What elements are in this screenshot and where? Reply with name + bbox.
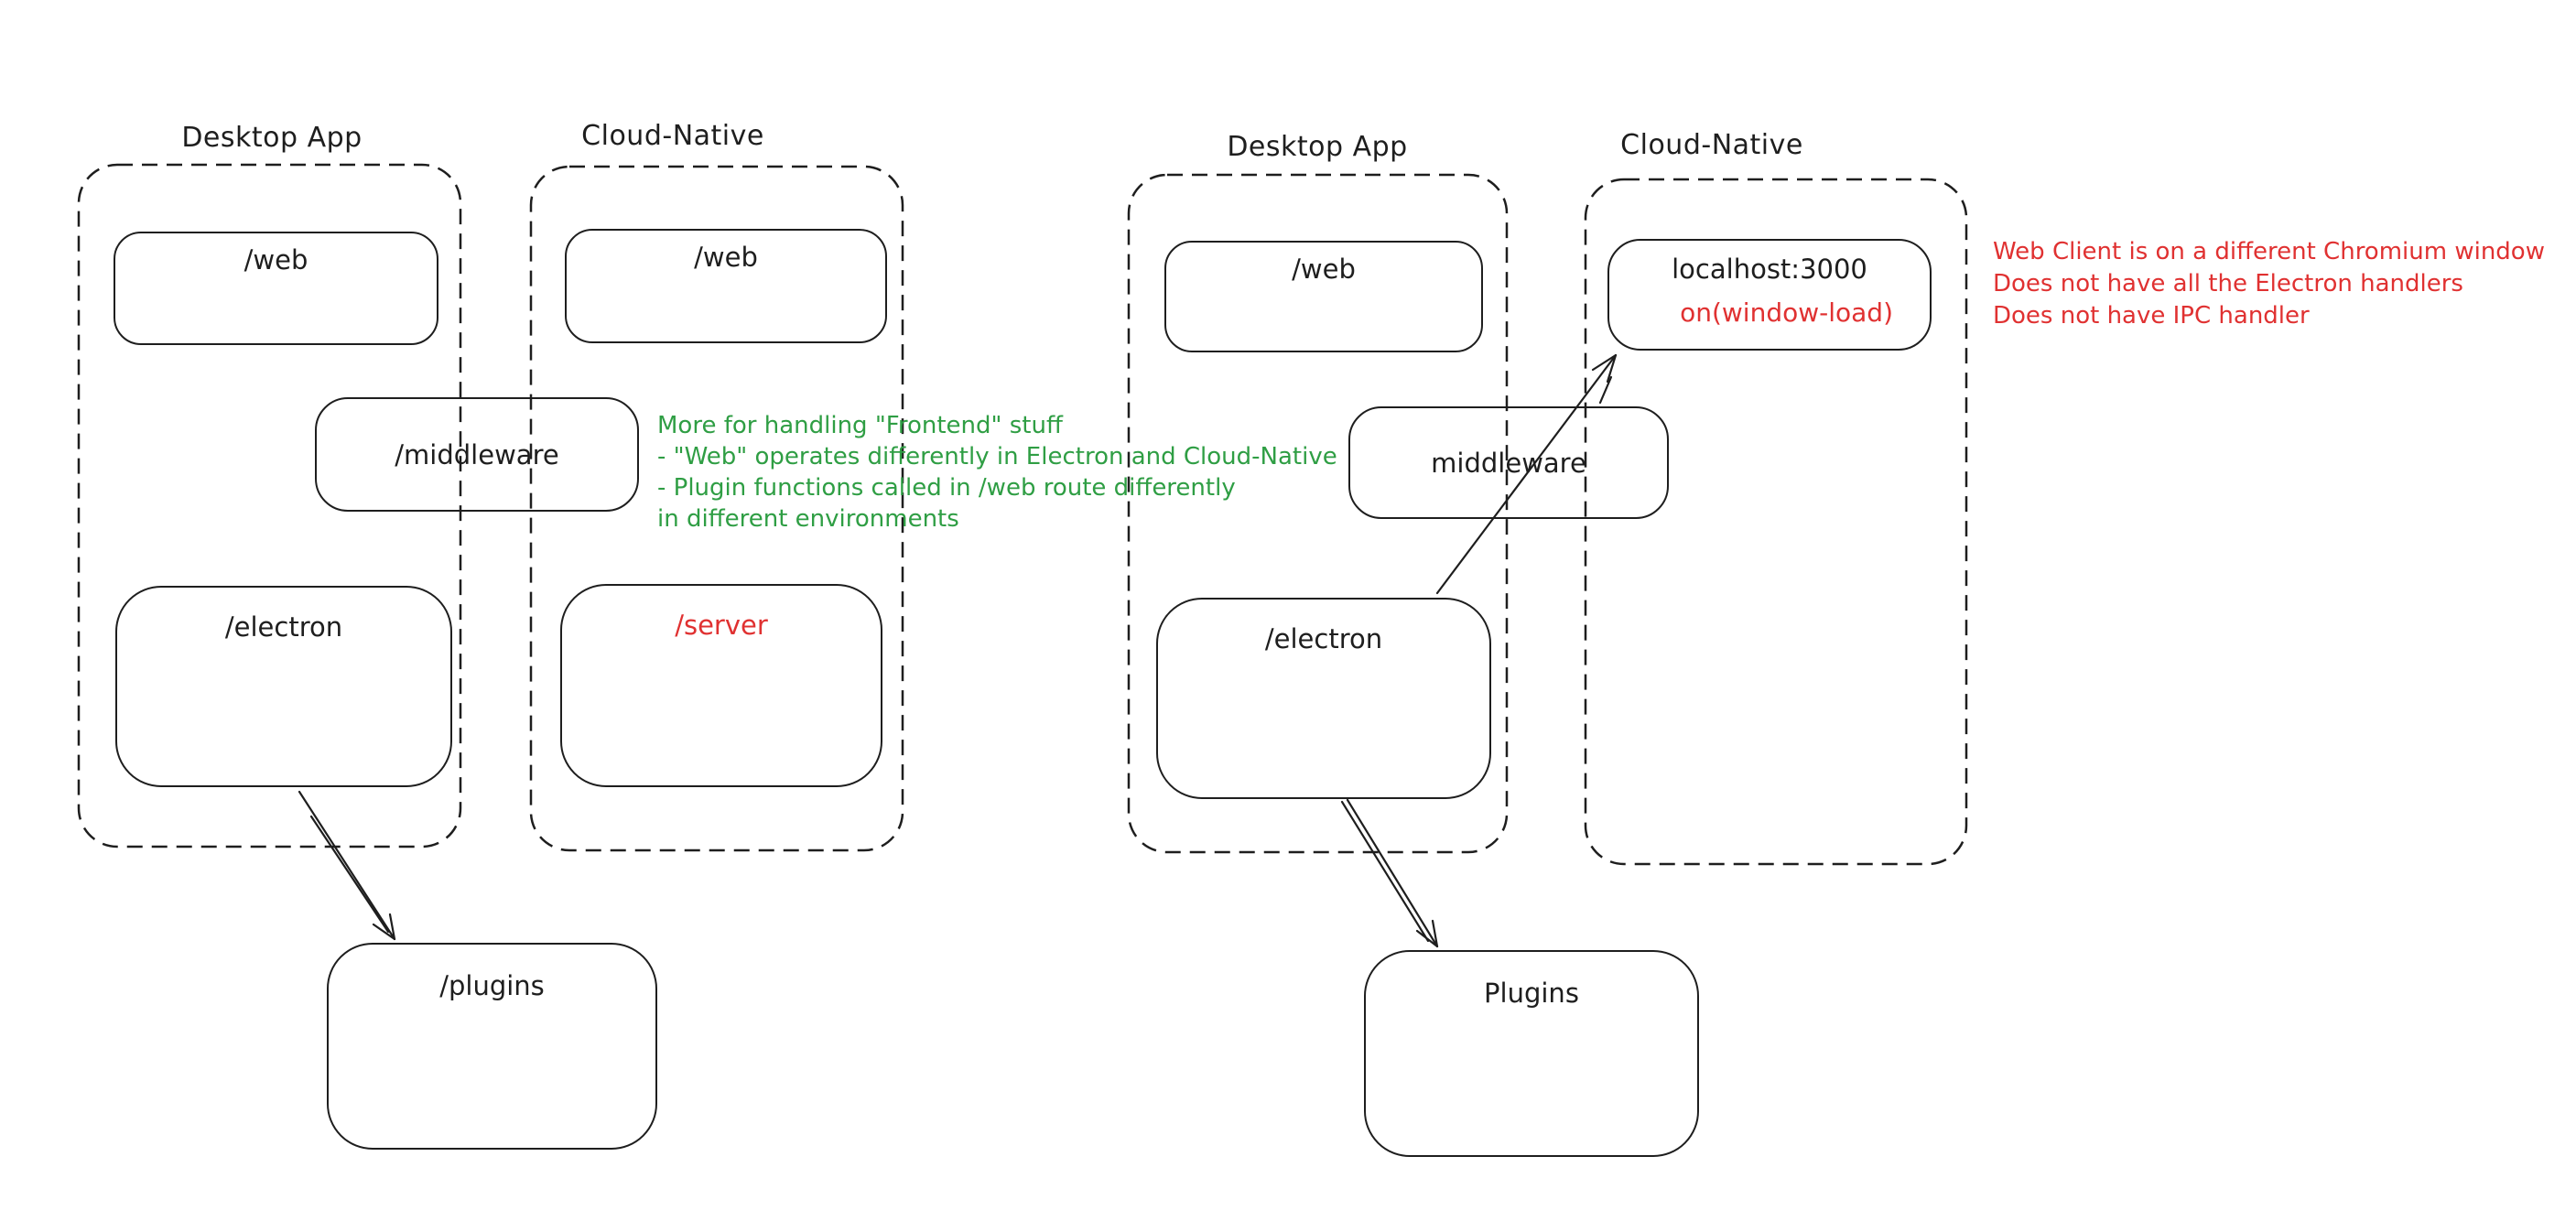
- red-note-line: Does not have IPC handler: [1993, 302, 2310, 330]
- left-server-label: /server: [675, 610, 768, 641]
- left-plugins-label: /plugins: [439, 970, 545, 1001]
- green-note-line: - "Web" operates differently in Electron…: [657, 443, 1337, 470]
- left-web-desktop-label: /web: [244, 244, 308, 276]
- right-localhost-box: localhost:3000 on(window-load): [1607, 239, 1932, 351]
- left-plugins-box: /plugins: [327, 943, 657, 1150]
- left-electron-box: /electron: [115, 586, 452, 787]
- left-web-cloud-label: /web: [694, 242, 758, 273]
- right-window-load-label: on(window-load): [1680, 297, 1893, 328]
- green-note-line: in different environments: [657, 505, 959, 533]
- green-note-line: - Plugin functions called in /web route …: [657, 474, 1236, 502]
- right-cloud-native-header: Cloud-Native: [1620, 129, 1803, 161]
- right-web-label: /web: [1292, 254, 1356, 285]
- left-desktop-app-header: Desktop App: [181, 122, 363, 154]
- red-note: Web Client is on a different Chromium wi…: [1993, 236, 2545, 332]
- red-note-line: Does not have all the Electron handlers: [1993, 270, 2463, 297]
- right-localhost-label: localhost:3000: [1672, 254, 1867, 285]
- green-note-line: More for handling "Frontend" stuff: [657, 412, 1063, 439]
- left-web-desktop-box: /web: [114, 232, 438, 345]
- left-server-box: /server: [560, 584, 882, 787]
- left-middleware-label: /middleware: [395, 438, 559, 470]
- left-middleware-box: /middleware: [315, 397, 639, 512]
- left-desktop-app-container: [77, 163, 462, 848]
- right-desktop-app-header: Desktop App: [1227, 131, 1408, 163]
- right-cloud-native-container: [1584, 178, 1968, 866]
- right-middleware-label: middleware: [1431, 447, 1586, 479]
- left-cloud-native-container: [529, 165, 904, 852]
- right-plugins-label: Plugins: [1484, 978, 1579, 1009]
- right-electron-box: /electron: [1156, 598, 1491, 799]
- right-middleware-box: middleware: [1348, 406, 1669, 519]
- left-web-cloud-box: /web: [565, 229, 887, 343]
- right-plugins-box: Plugins: [1364, 950, 1699, 1157]
- green-note: More for handling "Frontend" stuff - "We…: [657, 410, 1337, 535]
- red-note-line: Web Client is on a different Chromium wi…: [1993, 238, 2545, 265]
- left-electron-label: /electron: [224, 611, 343, 643]
- right-web-box: /web: [1164, 241, 1483, 352]
- right-desktop-app-container: [1127, 173, 1509, 854]
- left-cloud-native-header: Cloud-Native: [581, 120, 764, 152]
- right-electron-label: /electron: [1264, 623, 1383, 654]
